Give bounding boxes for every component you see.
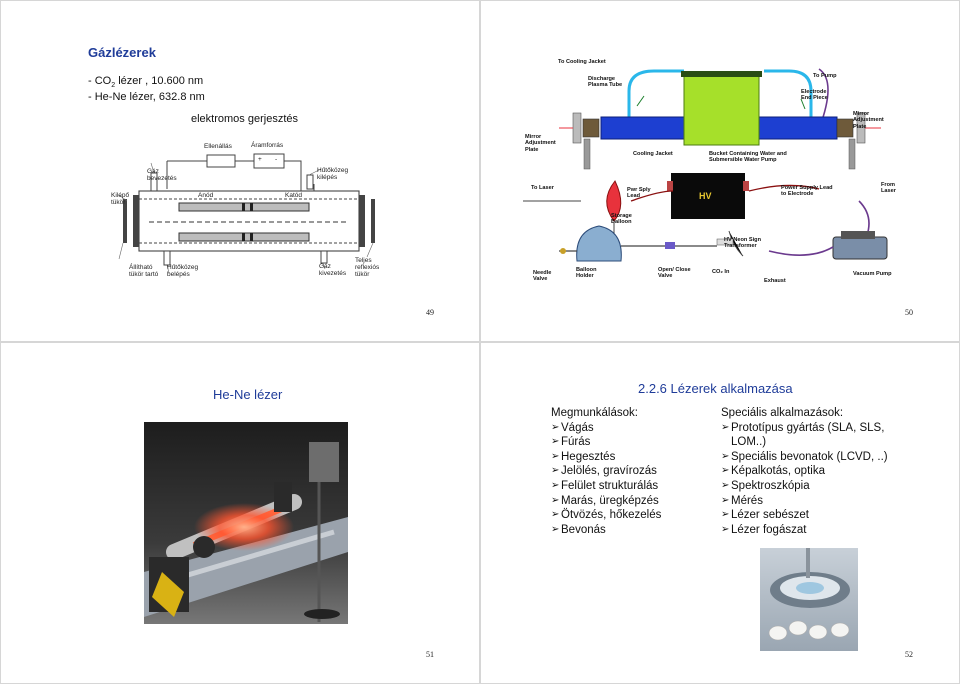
label-gas-out: Gáz kivezetés: [319, 263, 347, 277]
subtitle: elektromos gerjesztés: [191, 113, 298, 125]
label-hv: HV: [699, 191, 712, 201]
list-item: Prototípus gyártás (SLA, SLS,LOM..): [721, 421, 911, 450]
label-cooling-jacket-top: To Cooling Jacket: [558, 59, 606, 65]
hene-line: - He-Ne lézer, 632.8 nm: [88, 91, 205, 103]
label-cathode: Katód: [285, 192, 302, 199]
label-cooling-jacket: Cooling Jacket: [633, 151, 673, 157]
label-storage: Storage Balloon: [611, 213, 632, 226]
slide-title: 2.2.6 Lézerek alkalmazása: [638, 381, 793, 396]
label-open-close: Open/ Close Valve: [658, 267, 691, 280]
label-power: Áramforrás: [251, 142, 284, 149]
page-number: 51: [426, 650, 434, 659]
list-item: Felület strukturálás: [551, 479, 701, 494]
page-number: 52: [905, 650, 913, 659]
special-heading: Speciális alkalmazások:: [721, 407, 844, 419]
label-vacuum: Vacuum Pump: [853, 271, 892, 277]
label-coolant-out: Hűtőközeg kilépés: [317, 167, 349, 181]
special-section: Speciális alkalmazások: Prototípus gyárt…: [721, 406, 911, 537]
vacuum-pump: [768, 231, 888, 260]
label-hv-neon: HV Neon Sign Transformer: [724, 237, 761, 250]
label-bucket: Bucket Containing Water and Submersible …: [709, 151, 787, 164]
label-pwr-sply: Pwr Sply Lead: [627, 187, 651, 200]
page-number: 49: [426, 308, 434, 317]
list-item: Speciális bevonatok (LCVD, ..): [721, 450, 911, 465]
label-exhaust: Exhaust: [764, 278, 786, 284]
list-item: Fúrás: [551, 435, 701, 450]
plasma-block: [683, 74, 760, 146]
hv-box: [671, 173, 745, 219]
special-list: Prototípus gyártás (SLA, SLS,LOM..) Spec…: [721, 421, 911, 538]
label-resistor: Ellenállás: [204, 143, 232, 150]
slide-50: To Cooling Jacket Discharge Plasma Tube …: [480, 0, 960, 342]
slide-51: He-Ne lézer 51: [0, 342, 480, 684]
slide-title: He-Ne lézer: [213, 387, 283, 402]
label-minus: -: [275, 156, 278, 163]
list-item: Bevonás: [551, 523, 701, 538]
label-adjustable-holder: Állítható tükör tartó: [129, 264, 159, 278]
list-item: Marás, üregképzés: [551, 494, 701, 509]
co2-line: - CO2 lézer , 10.600 nm: [88, 75, 204, 90]
cooling-lines: [627, 69, 813, 123]
list-item: Mérés: [721, 494, 911, 509]
page-number: 50: [905, 308, 913, 317]
label-anode: Anód: [198, 192, 214, 199]
slide-title: Gázlézerek: [88, 45, 156, 60]
storage-balloon: [606, 180, 622, 222]
list-item: Lézer sebészet: [721, 508, 911, 523]
label-coolant-in: Hűtőközeg belépés: [167, 264, 199, 278]
label-balloon-holder: Balloon Holder: [576, 267, 597, 280]
machining-heading: Megmunkálások:: [551, 407, 638, 419]
balloon-holder: [576, 225, 622, 262]
label-from-laser: From Laser: [881, 182, 896, 195]
hene-laser-schematic: [118, 153, 375, 274]
machining-list: Vágás Fúrás Hegesztés Jelölés, gravírozá…: [551, 421, 701, 538]
label-electrode: Electrode End Piece: [801, 89, 828, 102]
label-to-pump: To Pump: [813, 73, 837, 79]
label-co2-in: CO₂ In: [712, 269, 730, 275]
list-item: Ötvözés, hőkezelés: [551, 508, 701, 523]
co2-laser-diagram: [523, 68, 888, 262]
machining-section: Megmunkálások: Vágás Fúrás Hegesztés Jel…: [551, 406, 701, 537]
list-item: Jelölés, gravírozás: [551, 464, 701, 479]
slide-49: Gázlézerek - CO2 lézer , 10.600 nm - He-…: [0, 0, 480, 342]
dental-photo: [760, 548, 858, 651]
slide-52: 2.2.6 Lézerek alkalmazása Megmunkálások:…: [480, 342, 960, 684]
label-needle: Needle Valve: [533, 270, 552, 283]
label-to-laser: To Laser: [531, 185, 554, 191]
list-item: Spektroszkópia: [721, 479, 911, 494]
list-item: Hegesztés: [551, 450, 701, 465]
label-exit-mirror: Kilépő tükör: [111, 192, 130, 206]
list-item: Képalkotás, optika: [721, 464, 911, 479]
label-plus: +: [258, 156, 262, 163]
label-discharge: Discharge Plasma Tube: [588, 76, 623, 89]
label-gas-in: Gáz bevezetés: [147, 168, 177, 182]
label-mirror-right: Mirror Adjustment Plate: [853, 111, 884, 130]
label-mirror-left: Mirror Adjustment Plate: [525, 134, 556, 153]
label-full-mirror: Teljes reflexiós tükör: [355, 257, 380, 278]
list-item: Lézer fogászat: [721, 523, 911, 538]
hene-laser-photo: [144, 422, 348, 624]
power-circuit: [166, 153, 324, 192]
label-power-supply: Power Supply Lead to Electrode: [781, 185, 833, 198]
list-item: Vágás: [551, 421, 701, 436]
